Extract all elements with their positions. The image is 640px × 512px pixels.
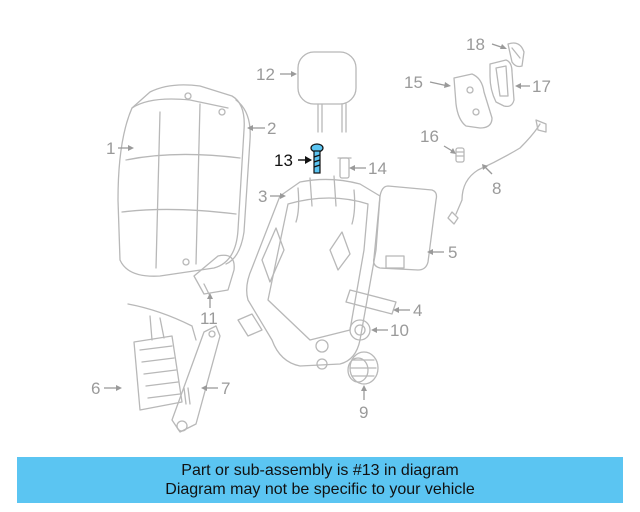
info-banner: Part or sub-assembly is #13 in diagram D…	[17, 457, 623, 503]
callout-14: 14	[368, 159, 387, 178]
release-cable	[447, 119, 547, 225]
callout-7: 7	[221, 379, 230, 398]
lever-cover	[489, 59, 515, 108]
callout-11: 11	[200, 309, 218, 328]
adjust-lever	[453, 73, 493, 129]
callout-2: 2	[267, 119, 276, 138]
seat-back-cushion	[117, 84, 245, 277]
lever-handle	[507, 42, 525, 68]
callout-16: 16	[420, 127, 439, 146]
callout-4: 4	[413, 301, 422, 320]
callout-6: 6	[91, 379, 100, 398]
callout-9: 9	[359, 403, 368, 422]
callout-10: 10	[390, 321, 409, 340]
callout-13: 13	[274, 151, 293, 170]
callout-labels: 1 2 3 4 5 6 7 8 9 10 11 12 14 15 16 17 1…	[91, 35, 551, 422]
bolt-part-13	[310, 143, 324, 174]
callout-17: 17	[532, 77, 551, 96]
clip-part-16	[455, 147, 465, 163]
callout-15: 15	[404, 73, 423, 92]
bracket-part-11	[193, 254, 235, 297]
callout-3: 3	[258, 187, 267, 206]
side-bracket	[171, 325, 221, 433]
frame-bar	[345, 289, 397, 315]
seat-back-trim	[225, 99, 251, 265]
recliner-knob	[349, 319, 371, 341]
headrest	[297, 51, 357, 133]
callout-12: 12	[256, 65, 275, 84]
handwheel	[347, 351, 379, 385]
banner-line-part: Part or sub-assembly is #13 in diagram	[181, 462, 459, 479]
side-panel	[127, 303, 197, 411]
leader-lines	[104, 43, 530, 400]
seat-back-frame	[237, 175, 381, 370]
banner-line-disclaimer: Diagram may not be specific to your vehi…	[165, 481, 475, 498]
callout-1: 1	[106, 139, 115, 158]
back-panel	[372, 185, 438, 271]
callout-18: 18	[466, 35, 485, 54]
callout-5: 5	[448, 243, 457, 262]
callout-8: 8	[492, 179, 501, 198]
parts-diagram: 1 2 3 4 5 6 7 8 9 10 11 12 14 15 16 17 1…	[91, 35, 551, 433]
